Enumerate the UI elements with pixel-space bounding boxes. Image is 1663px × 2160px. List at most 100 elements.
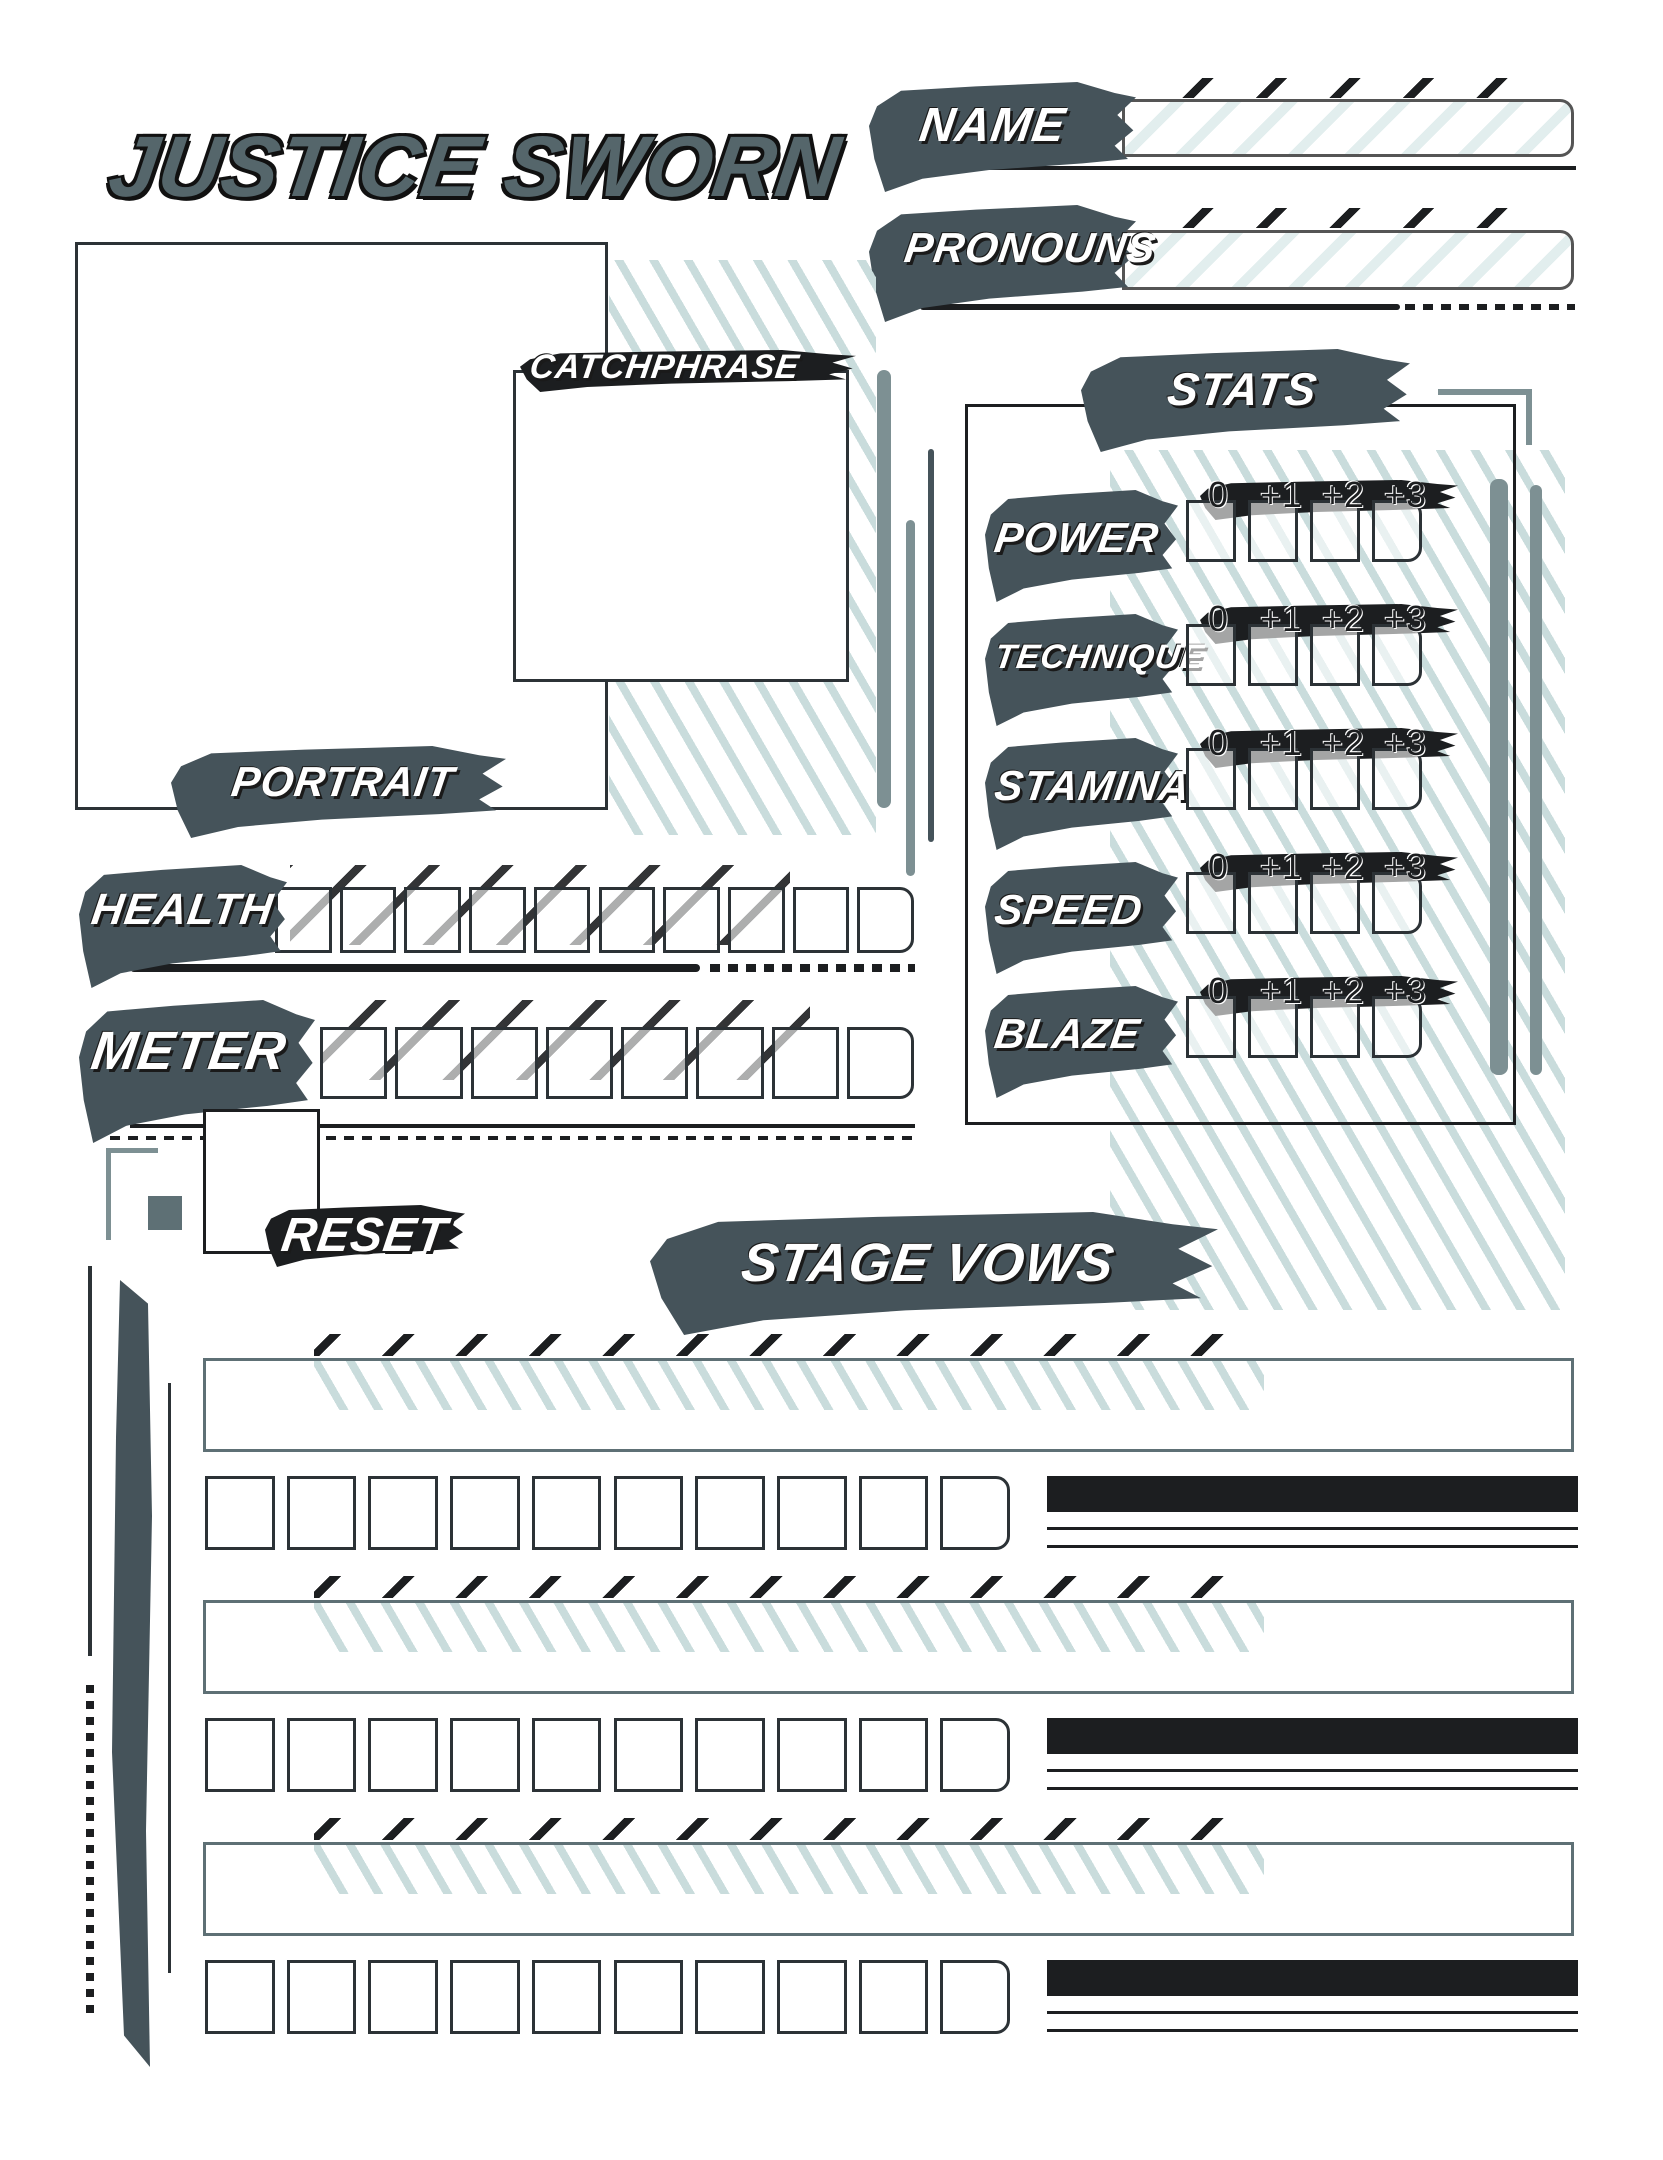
stat-checkbox[interactable] bbox=[1248, 872, 1298, 934]
vow-stripes bbox=[314, 1818, 1264, 1840]
stat-checkbox[interactable] bbox=[1310, 500, 1360, 562]
name-field[interactable] bbox=[1122, 99, 1574, 157]
vow-box[interactable] bbox=[858, 1960, 929, 2034]
vow-box[interactable] bbox=[858, 1476, 929, 1550]
stat-checkbox[interactable] bbox=[1248, 624, 1298, 686]
vow-line bbox=[1047, 1769, 1578, 1772]
vow-box[interactable] bbox=[368, 1476, 439, 1550]
portrait-label: Portrait bbox=[228, 758, 458, 805]
health-box[interactable] bbox=[339, 887, 397, 953]
stat-checkbox[interactable] bbox=[1372, 996, 1422, 1058]
stat-checkbox[interactable] bbox=[1248, 748, 1298, 810]
stat-checkbox[interactable] bbox=[1310, 872, 1360, 934]
vow-text-field[interactable] bbox=[203, 1600, 1574, 1694]
vow-line bbox=[1047, 2011, 1578, 2014]
health-box[interactable] bbox=[598, 887, 656, 953]
vow-box[interactable] bbox=[776, 1476, 847, 1550]
stat-checkbox[interactable] bbox=[1372, 624, 1422, 686]
stat-value-label: +3 bbox=[1384, 474, 1428, 515]
stat-checkbox[interactable] bbox=[1186, 624, 1236, 686]
health-box[interactable] bbox=[792, 887, 850, 953]
vow-box[interactable] bbox=[531, 1960, 602, 2034]
meter-box[interactable] bbox=[545, 1027, 613, 1099]
health-box[interactable] bbox=[727, 887, 785, 953]
vow-box[interactable] bbox=[858, 1718, 929, 1792]
vow-box[interactable] bbox=[695, 1960, 765, 2034]
health-box[interactable] bbox=[533, 887, 591, 953]
stat-checkbox[interactable] bbox=[1248, 500, 1298, 562]
vow-box[interactable] bbox=[613, 1960, 684, 2034]
stat-label: Stamina bbox=[991, 762, 1194, 809]
stat-checkbox[interactable] bbox=[1186, 996, 1236, 1058]
stat-value-label: 0 bbox=[1208, 598, 1230, 639]
meter-box[interactable] bbox=[395, 1027, 463, 1099]
stat-checkbox[interactable] bbox=[1186, 872, 1236, 934]
vow-box[interactable] bbox=[776, 1960, 847, 2034]
vow-text-field[interactable] bbox=[203, 1358, 1574, 1452]
meter-dots bbox=[110, 1136, 915, 1140]
vow-box[interactable] bbox=[940, 1718, 1010, 1792]
vow-box[interactable] bbox=[695, 1476, 765, 1550]
health-box[interactable] bbox=[404, 887, 462, 953]
stat-checkbox[interactable] bbox=[1372, 500, 1422, 562]
meter-box[interactable] bbox=[696, 1027, 764, 1099]
vow-box[interactable] bbox=[450, 1718, 520, 1792]
vow-stripes bbox=[314, 1334, 1264, 1356]
vow-box[interactable] bbox=[613, 1476, 684, 1550]
vow-box[interactable] bbox=[205, 1960, 275, 2034]
vow-box[interactable] bbox=[776, 1718, 847, 1792]
vow-box[interactable] bbox=[286, 1476, 357, 1550]
stat-checkbox[interactable] bbox=[1372, 748, 1422, 810]
health-box[interactable] bbox=[663, 887, 720, 953]
meter-box[interactable] bbox=[470, 1027, 538, 1099]
vow-box[interactable] bbox=[450, 1476, 520, 1550]
vow-box[interactable] bbox=[531, 1718, 602, 1792]
pronouns-field[interactable] bbox=[1122, 230, 1574, 290]
stat-checkbox[interactable] bbox=[1186, 748, 1236, 810]
stat-value-label: +1 bbox=[1260, 970, 1304, 1011]
vow-box[interactable] bbox=[450, 1960, 520, 2034]
health-box[interactable] bbox=[857, 887, 914, 953]
stats-label: Stats bbox=[1164, 363, 1321, 415]
name-underline bbox=[940, 166, 1576, 170]
vow-box[interactable] bbox=[368, 1718, 439, 1792]
stat-label: Speed bbox=[991, 886, 1146, 933]
stat-checkbox[interactable] bbox=[1310, 624, 1360, 686]
stat-checkbox[interactable] bbox=[1310, 748, 1360, 810]
pronouns-stripes bbox=[1140, 208, 1550, 228]
reset-label: Reset bbox=[278, 1209, 451, 1262]
vow-box[interactable] bbox=[695, 1718, 765, 1792]
stat-checkbox[interactable] bbox=[1248, 996, 1298, 1058]
stat-checkbox[interactable] bbox=[1372, 872, 1422, 934]
stat-value-label: 0 bbox=[1208, 970, 1230, 1011]
vow-box[interactable] bbox=[368, 1960, 439, 2034]
meter-underline bbox=[130, 1124, 915, 1128]
sheet-title: Justice Sworn bbox=[103, 119, 847, 215]
meter-box[interactable] bbox=[771, 1027, 839, 1099]
catchphrase-label: Catchphrase bbox=[527, 348, 802, 386]
decor-bar bbox=[928, 449, 934, 842]
vow-box[interactable] bbox=[286, 1718, 357, 1792]
health-box[interactable] bbox=[469, 887, 526, 953]
stage-vows-label: Stage Vows bbox=[737, 1233, 1119, 1293]
meter-box[interactable] bbox=[320, 1027, 388, 1099]
vow-box[interactable] bbox=[613, 1718, 684, 1792]
vow-black-bar bbox=[1047, 1476, 1578, 1512]
stat-checkbox[interactable] bbox=[1186, 500, 1236, 562]
stat-checkbox[interactable] bbox=[1310, 996, 1360, 1058]
decor-bar bbox=[1530, 485, 1542, 1075]
stat-value-label: +2 bbox=[1322, 598, 1366, 639]
vow-box[interactable] bbox=[940, 1960, 1010, 2034]
catchphrase-box[interactable] bbox=[513, 370, 849, 682]
left-dotted-line bbox=[86, 1685, 94, 2020]
vow-box[interactable] bbox=[205, 1476, 275, 1550]
vow-box[interactable] bbox=[205, 1718, 275, 1792]
vow-text-field[interactable] bbox=[203, 1842, 1574, 1936]
meter-box[interactable] bbox=[621, 1027, 689, 1099]
vow-box[interactable] bbox=[531, 1476, 602, 1550]
health-dots bbox=[710, 964, 915, 972]
vow-box[interactable] bbox=[940, 1476, 1010, 1550]
vow-box[interactable] bbox=[286, 1960, 357, 2034]
stat-value-label: 0 bbox=[1208, 846, 1230, 887]
meter-box[interactable] bbox=[846, 1027, 914, 1099]
